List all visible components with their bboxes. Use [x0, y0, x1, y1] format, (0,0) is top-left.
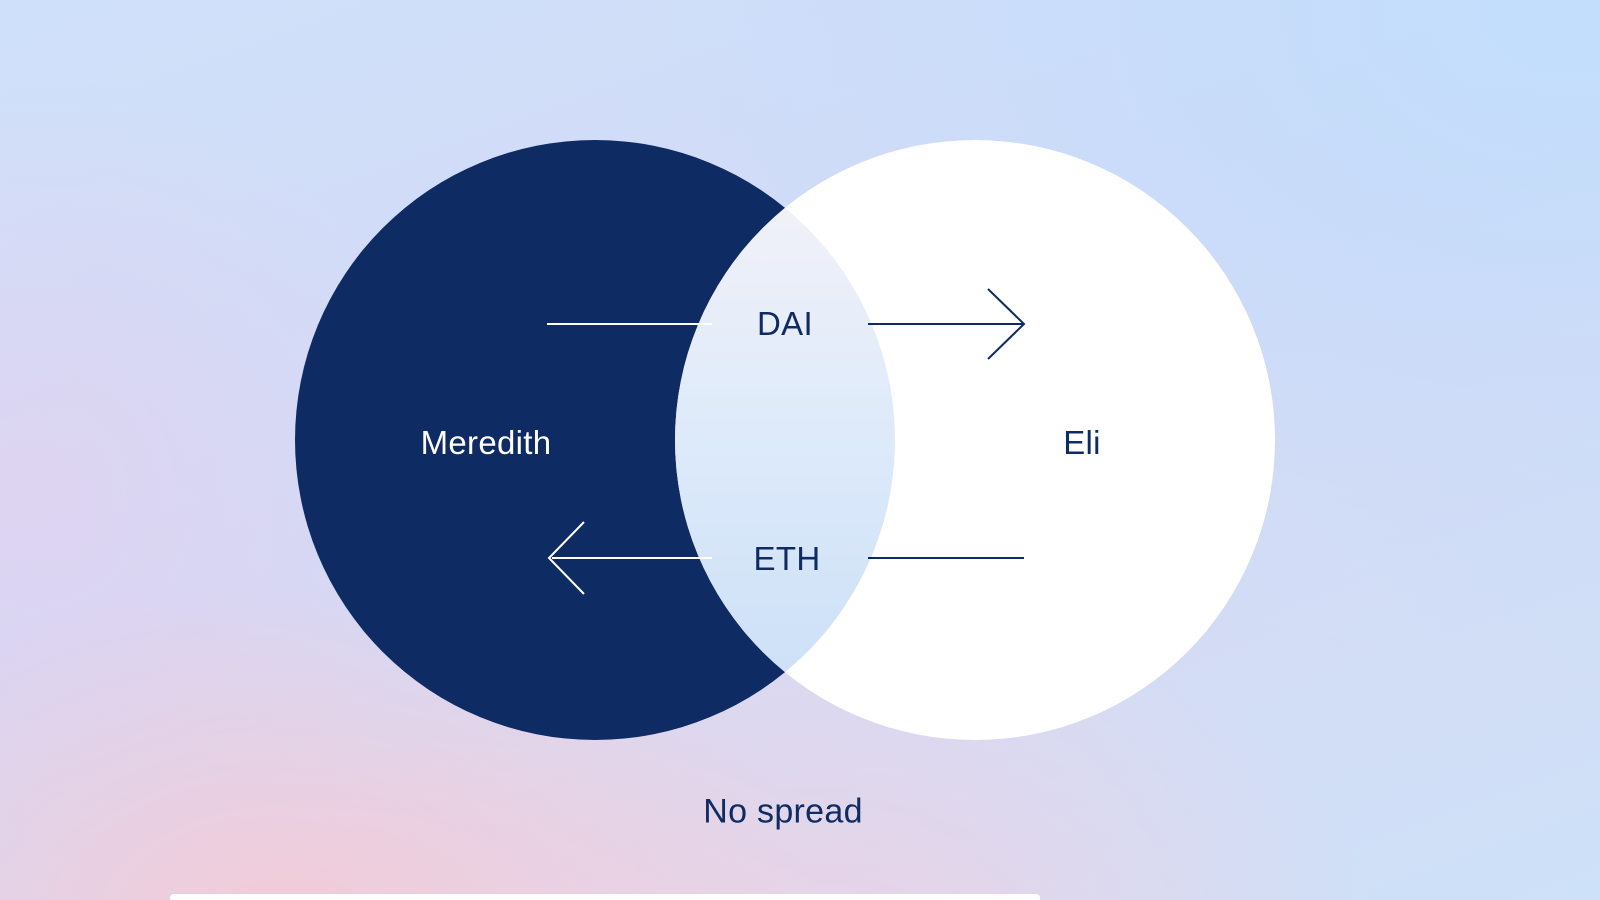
eth-arrow: [547, 521, 1024, 595]
dai-label: DAI: [757, 305, 813, 342]
eli-label: Eli: [1063, 424, 1101, 461]
caption-no-spread: No spread: [703, 792, 863, 831]
dai-arrow: [547, 288, 1026, 360]
overlap-region: [675, 140, 895, 740]
meredith-label: Meredith: [420, 424, 552, 461]
arrow-left-icon: [547, 521, 585, 595]
arrow-right-icon: [987, 288, 1026, 360]
eth-label: ETH: [753, 540, 821, 577]
bottom-white-strip: [170, 894, 1040, 900]
